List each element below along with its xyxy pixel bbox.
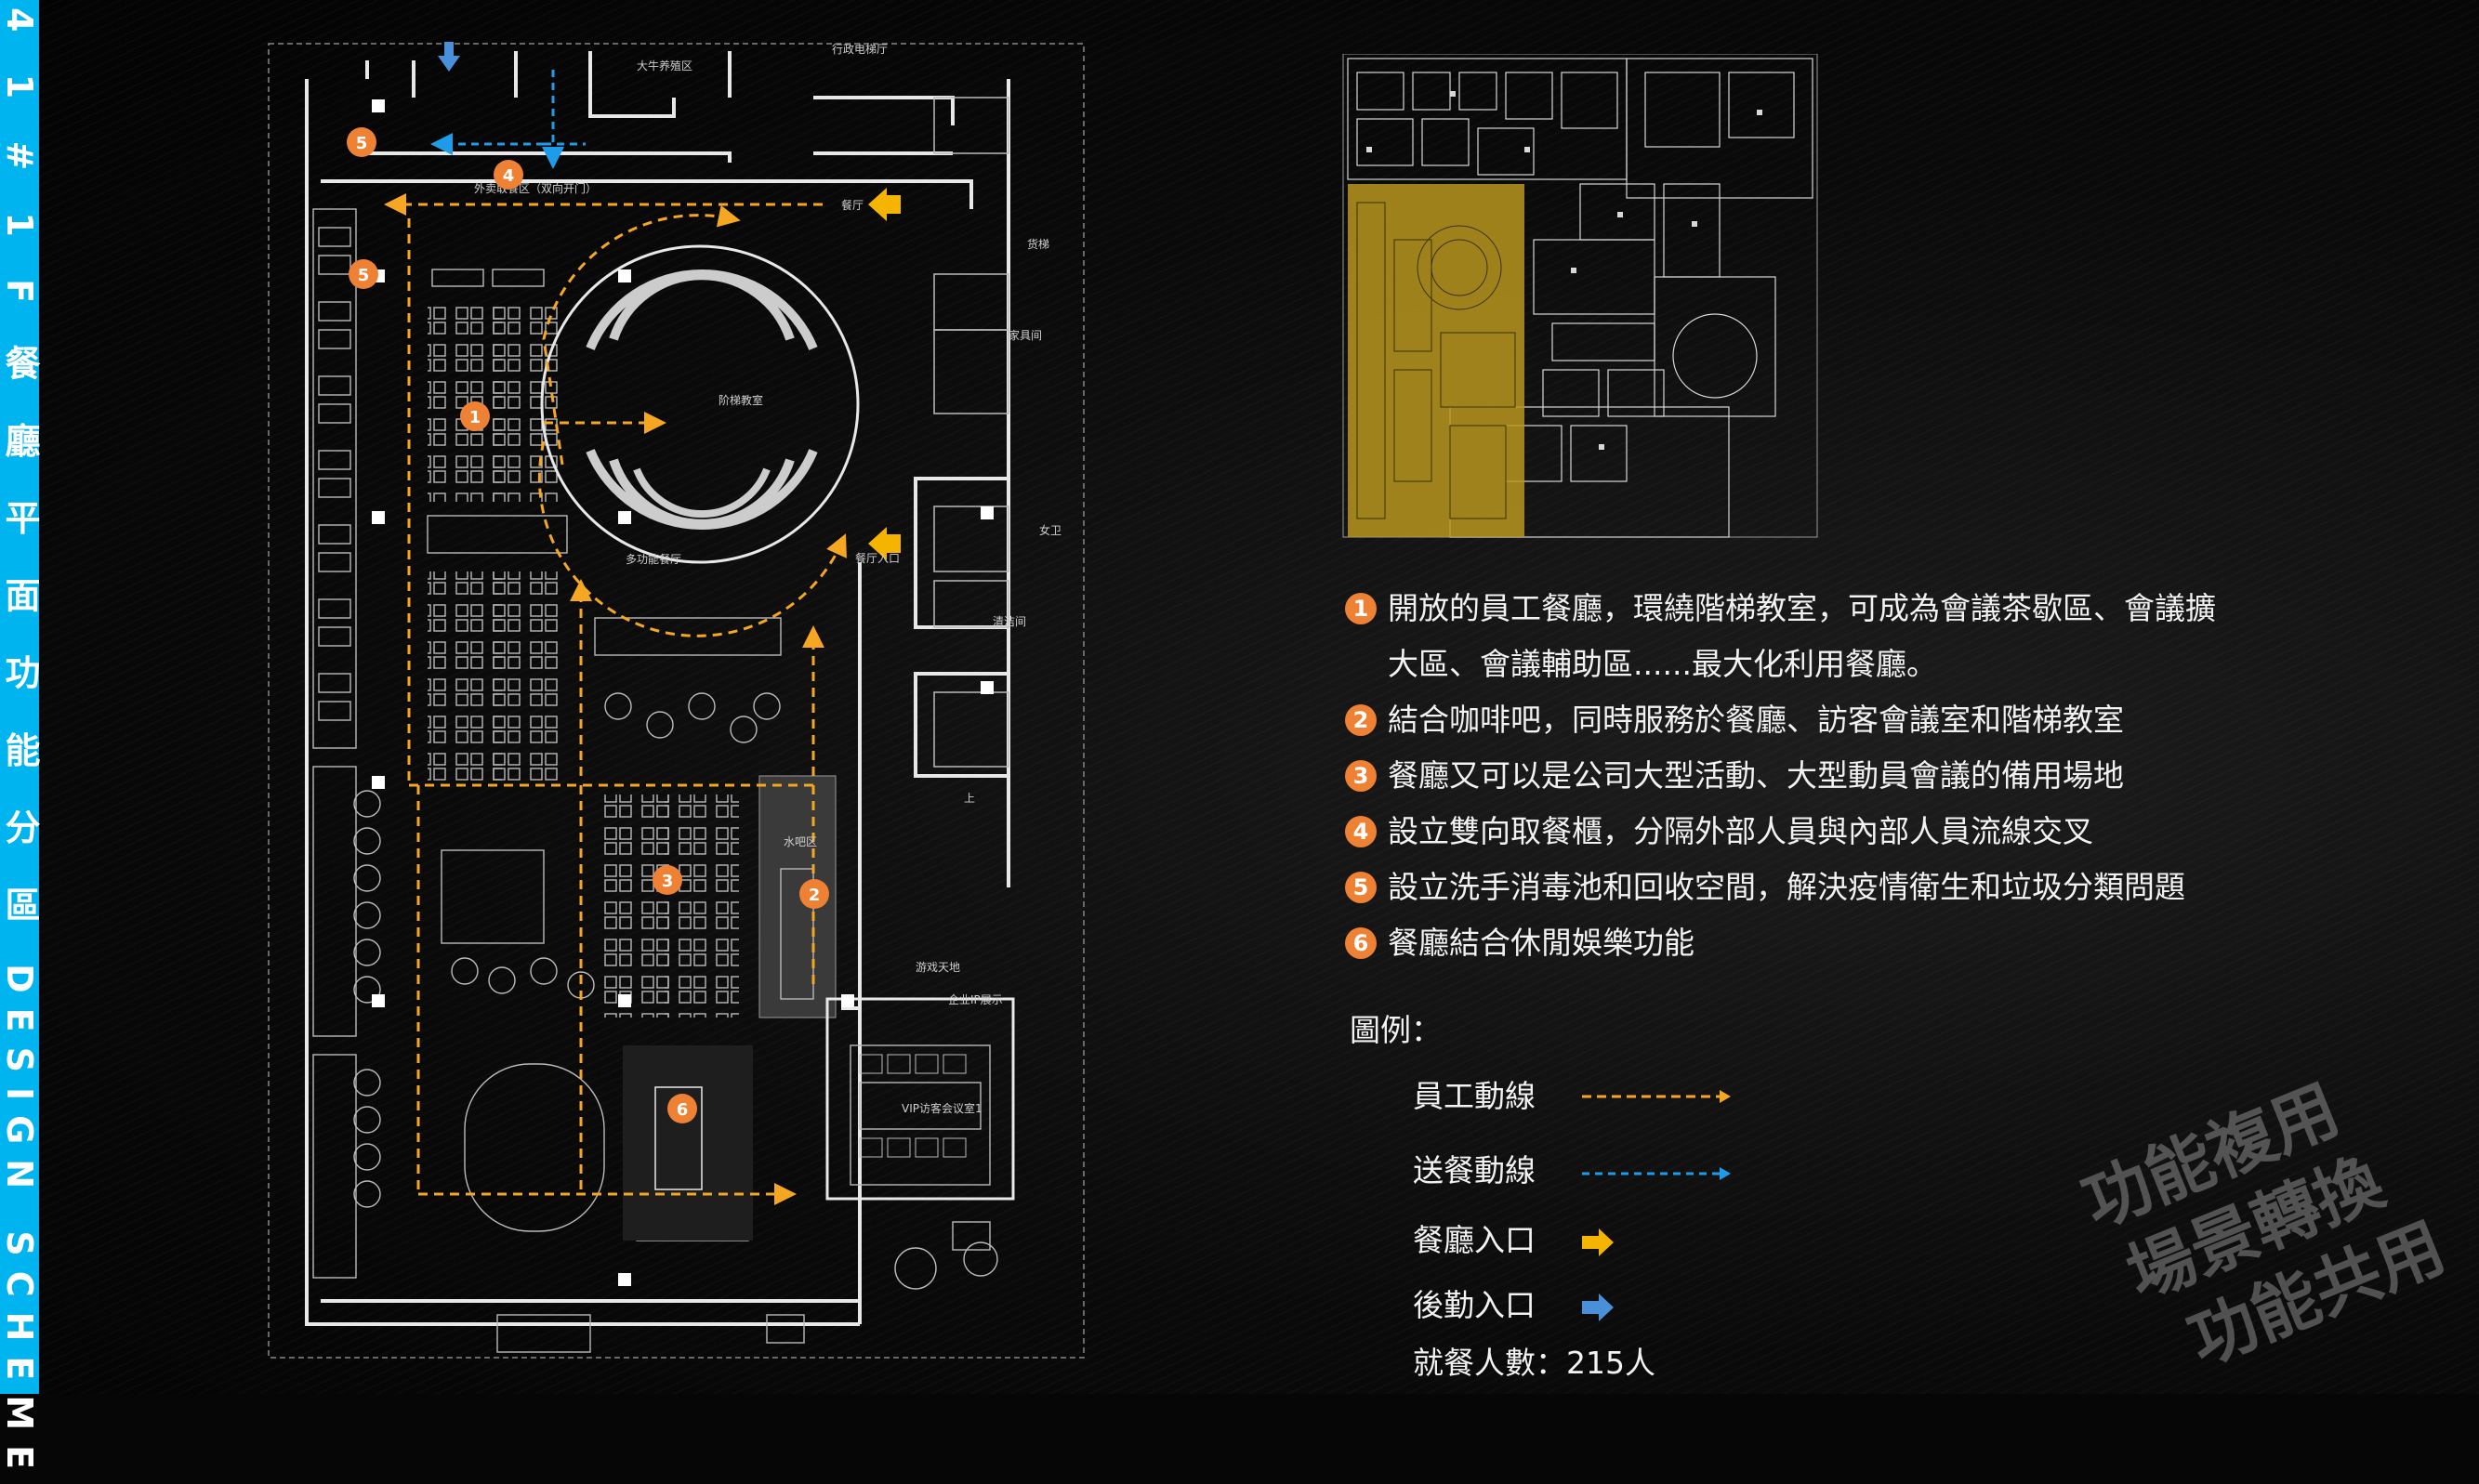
- legend-label: 後勤入口: [1413, 1287, 1536, 1323]
- plan-marker-4: 4: [503, 166, 515, 186]
- description-item-6: 6 餐廳結合休閒娛樂功能: [1345, 915, 2228, 971]
- delivery-flow-lines: [430, 70, 586, 169]
- label-l6: 家具间: [1009, 328, 1042, 342]
- legend-title: 圖例：: [1350, 1012, 1442, 1048]
- label-l15: VIP访客会议室1: [902, 1101, 982, 1115]
- floor-plan-overview: [1342, 54, 1818, 538]
- plan-marker-5b: 5: [358, 266, 370, 285]
- dining-grid-1a: [428, 297, 502, 502]
- diners-count-text: 就餐人數：215人: [1413, 1345, 1655, 1381]
- description-item-3: 3 餐廳又可以是公司大型活動、大型動員會議的備用場地: [1345, 748, 2228, 804]
- logistics-entrance-icon: [438, 42, 460, 72]
- dining-grid-2a: [428, 571, 502, 785]
- label-l10: 女卫: [1039, 523, 1061, 537]
- label-l2: 行政电梯厅: [832, 43, 888, 56]
- background: [0, 0, 2479, 1394]
- plan-marker-2: 2: [809, 886, 821, 905]
- label-l3: 外卖取餐区（双向开门）: [474, 181, 597, 195]
- number-badge: 2: [1345, 704, 1377, 736]
- watermark: 功能複用 場景轉換 功能共用: [2072, 1070, 2455, 1366]
- description-item-1: 1 開放的員工餐廳，環繞階梯教室，可成為會議茶歇區、會議擴大區、會議輔助區...…: [1345, 581, 2228, 692]
- plan-marker-6: 6: [677, 1100, 689, 1120]
- columns: [372, 99, 994, 1286]
- number-badge: 6: [1345, 927, 1377, 959]
- description-text: 餐廳又可以是公司大型活動、大型動員會議的備用場地: [1388, 757, 2124, 794]
- label-l1: 大牛养殖区: [637, 59, 692, 72]
- legend-delivery-flow: 送餐動線: [1413, 1148, 1571, 1194]
- game-table: [654, 1086, 703, 1190]
- description-item-4: 4 設立雙向取餐櫃，分隔外部人員與內部人員流線交叉: [1345, 804, 2228, 860]
- service-rooms: [933, 97, 1009, 768]
- label-l12: 水吧区: [784, 835, 817, 848]
- label-l9: 餐厅入口: [855, 551, 900, 565]
- restaurant-highlight-zone: [1348, 184, 1524, 537]
- restaurant-entrance-top-icon: [868, 188, 901, 221]
- description-list: 1 開放的員工餐廳，環繞階梯教室，可成為會議茶歇區、會議擴大區、會議輔助區...…: [1345, 581, 2228, 971]
- description-item-2: 2 結合咖啡吧，同時服務於餐廳、訪客會議室和階梯教室: [1345, 692, 2228, 748]
- dining-grid-2b: [493, 571, 567, 785]
- restaurant-entrance-mid-icon: [868, 527, 901, 560]
- label-l14: 企业IP展示: [948, 992, 1003, 1006]
- legend-label: 送餐動線: [1413, 1152, 1536, 1189]
- dining-grid-3b: [665, 795, 739, 1018]
- lecture-theatre: [540, 244, 860, 564]
- delivery-flow-icon: [1582, 1167, 1731, 1180]
- label-l13: 游戏天地: [916, 961, 960, 974]
- round-tables-left: [353, 790, 381, 1208]
- label-l8: 多功能餐厅: [626, 552, 681, 566]
- label-l5: 货梯: [1027, 237, 1049, 251]
- number-badge: 4: [1345, 816, 1377, 847]
- label-l16: 上: [964, 792, 975, 805]
- legend-label: 餐廳入口: [1413, 1222, 1536, 1258]
- number-badge: 5: [1345, 872, 1377, 903]
- description-text: 餐廳結合休閒娛樂功能: [1388, 925, 1694, 961]
- floor-plan-main: 大牛养殖区 行政电梯厅 外卖取餐区（双向开门） 餐厅 货梯 家具间 阶梯教室 多…: [268, 42, 1085, 1359]
- legend-label: 員工動線: [1413, 1078, 1536, 1114]
- label-l11: 清洁间: [993, 615, 1026, 628]
- description-text: 開放的員工餐廳，環繞階梯教室，可成為會議茶歇區、會議擴大區、會議輔助區.....…: [1388, 590, 2216, 682]
- vip-room: [825, 997, 1015, 1201]
- description-text: 設立洗手消毒池和回收空間，解決疫情衛生和垃圾分類問題: [1388, 869, 2185, 905]
- label-l4: 餐厅: [841, 198, 864, 212]
- number-badge: 3: [1345, 760, 1377, 792]
- game-zone: [623, 1045, 753, 1241]
- number-badge: 1: [1345, 593, 1377, 624]
- logistics-entrance-icon: [1582, 1294, 1614, 1321]
- legend-staff-flow: 員工動線: [1413, 1073, 1571, 1120]
- plan-boundary: [268, 43, 1085, 1359]
- staff-flow-icon: [1582, 1090, 1731, 1103]
- left-booths: [312, 208, 357, 1279]
- label-l7: 阶梯教室: [719, 393, 763, 407]
- legend-logistics-entrance: 後勤入口: [1413, 1282, 1571, 1329]
- sidebar-title: 4 1 # 1 F 餐 廳 平 面 功 能 分 區 DESIGN SCHEME: [0, 7, 40, 1484]
- round-tables-mid: [451, 692, 781, 999]
- lounge: [496, 1221, 998, 1353]
- description-text: 設立雙向取餐櫃，分隔外部人員與內部人員流線交叉: [1388, 813, 2093, 849]
- legend-restaurant-entrance: 餐廳入口: [1413, 1217, 1571, 1264]
- plan-marker-1: 1: [469, 408, 481, 427]
- description-text: 結合咖啡吧，同時服務於餐廳、訪客會議室和階梯教室: [1388, 702, 2124, 738]
- diners-count: 就餐人數：215人: [1413, 1340, 1655, 1386]
- restaurant-entrance-icon: [1582, 1228, 1614, 1256]
- description-item-5: 5 設立洗手消毒池和回收空間，解決疫情衛生和垃圾分類問題: [1345, 860, 2228, 915]
- plan-marker-5a: 5: [356, 134, 368, 153]
- sidebar: 4 1 # 1 F 餐 廳 平 面 功 能 分 區 DESIGN SCHEME: [0, 0, 40, 1484]
- plan-marker-3: 3: [662, 872, 674, 891]
